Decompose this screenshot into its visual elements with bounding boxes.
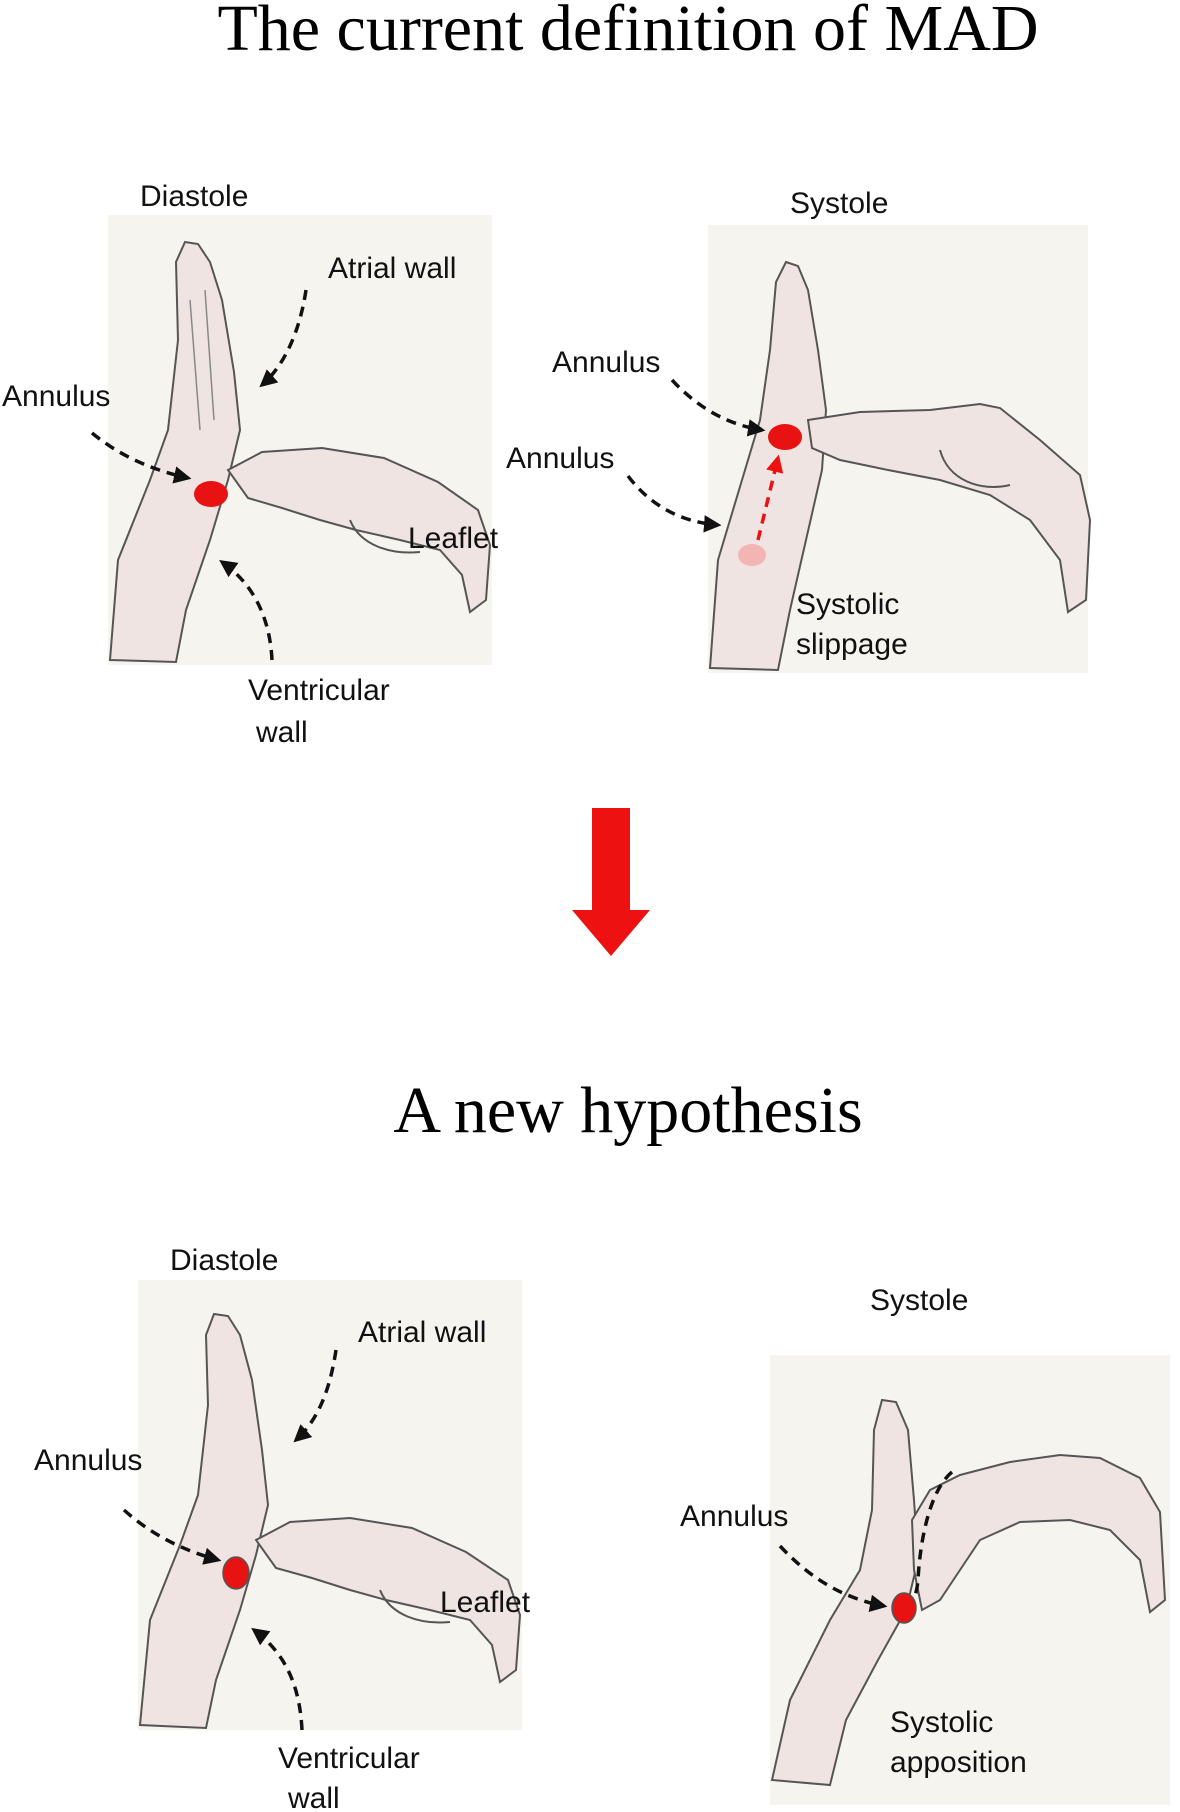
transition-arrow [572, 808, 650, 956]
annulus-upper-arrow [670, 378, 766, 437]
atrial-wall-sketch [770, 1398, 920, 1787]
annulus-label: Annulus [680, 1500, 788, 1533]
systolic-apposition-label: Systolic [890, 1706, 993, 1739]
top-right-panel: Systole Annulus Annulus Systolic slippag… [506, 187, 1092, 673]
ventricular-wall-label-line2: wall [287, 1782, 340, 1812]
bottom-right-panel: Systole Annulus Systolic apposition [680, 1284, 1170, 1805]
atrial-wall-label: Atrial wall [358, 1316, 486, 1349]
phase-label: Diastole [140, 180, 248, 213]
systolic-slippage-label-line2: slippage [796, 628, 908, 661]
atrial-wall-sketch [108, 240, 242, 664]
phase-label: Systole [790, 187, 888, 220]
atrial-wall-arrow [293, 1349, 338, 1443]
top-left-panel: Diastole Atrial wall Annulus Leaflet Ven… [2, 180, 499, 749]
atrial-wall-sketch [138, 1312, 270, 1730]
slippage-arrow [756, 454, 784, 541]
ventricular-wall-label: Ventricular [278, 1742, 420, 1775]
leaflet-sketch [910, 1453, 1167, 1614]
leaflet-sketch [806, 402, 1092, 614]
annulus-label: Annulus [2, 380, 110, 413]
annulus-lower-arrow [626, 474, 722, 533]
annulus-label: Annulus [34, 1444, 142, 1477]
ventricular-wall-arrow [251, 1627, 304, 1731]
ventricular-wall-label: Ventricular [248, 674, 390, 707]
systolic-slippage-label: Systolic [796, 588, 899, 621]
bottom-left-panel: Diastole Atrial wall Annulus Leaflet Ven… [34, 1244, 531, 1812]
ventricular-wall-arrow [219, 559, 274, 661]
top-title: The current definition of MAD [217, 0, 1038, 65]
annulus-marker [222, 1556, 250, 1590]
bottom-title: A new hypothesis [393, 1074, 862, 1147]
annulus-arrow [122, 1508, 222, 1565]
atrial-wall-arrow [259, 289, 308, 388]
phase-label: Systole [870, 1284, 968, 1317]
systolic-apposition-label-line2: apposition [890, 1746, 1027, 1779]
annulus-origin-marker [738, 544, 766, 566]
annulus-marker [768, 424, 802, 450]
ventricular-wall-label-line2: wall [255, 716, 308, 749]
annulus-arrow [90, 431, 192, 484]
atrial-wall-label: Atrial wall [328, 252, 456, 285]
annulus-marker [194, 481, 228, 507]
phase-label: Diastole [170, 1244, 278, 1277]
annulus-arrow [778, 1544, 888, 1612]
annulus-lower-label: Annulus [506, 442, 614, 475]
leaflet-label: Leaflet [408, 522, 499, 555]
leaflet-label: Leaflet [440, 1586, 531, 1619]
leaflet-sketch [254, 1516, 522, 1684]
annulus-upper-label: Annulus [552, 346, 660, 379]
leaflet-sketch [226, 446, 492, 614]
annulus-marker [891, 1592, 917, 1624]
